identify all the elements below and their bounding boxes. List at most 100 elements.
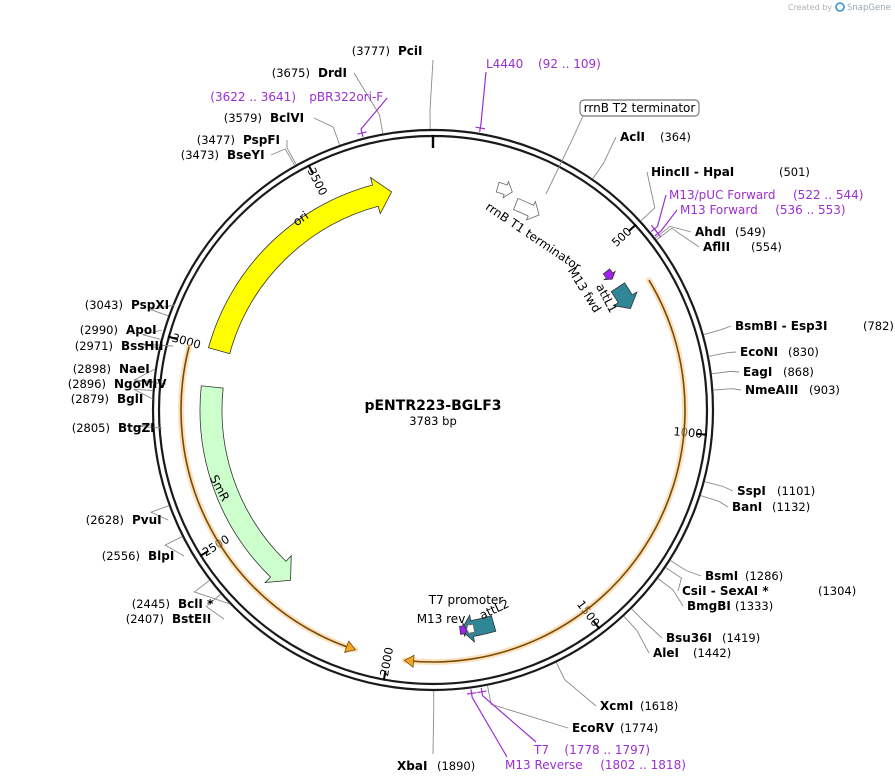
enzyme-label-drdi: DrdI	[318, 66, 347, 80]
tick-label-3500: 3500	[305, 165, 331, 197]
enzyme-label-bsu36i: Bsu36I	[666, 631, 712, 645]
label-leader-lines	[132, 59, 742, 758]
primer-leader-l4440	[479, 71, 487, 132]
enzyme-leader-bsu36i	[631, 608, 663, 639]
enzyme-leader-blpi	[164, 536, 185, 557]
enzyme-position-eagi: (868)	[783, 365, 814, 379]
primer-range-m13-puc-forward: (522 .. 544)	[793, 188, 863, 202]
enzyme-leader-pvui	[149, 505, 169, 521]
enzyme-label-sspi: SspI	[737, 484, 766, 498]
enzyme-label-xbai: XbaI	[397, 759, 427, 773]
primer-leader-m13-reverse	[470, 689, 508, 758]
enzyme-position-bsshii: (2971)	[75, 339, 113, 353]
enzyme-position-ahdi: (549)	[735, 225, 766, 239]
enzyme-label-xcmi: XcmI	[600, 699, 633, 713]
enzyme-position-acli: (364)	[660, 130, 691, 144]
rrnb-t2-callout-leader	[545, 115, 584, 195]
primer-range-l4440: (92 .. 109)	[538, 57, 601, 71]
enzyme-label-pspxi: PspXI	[131, 298, 169, 312]
enzyme-position-ecorv: (1774)	[620, 721, 658, 735]
enzyme-label-bsmbi-esp3i: BsmBI - Esp3I	[735, 319, 827, 333]
primer-label-m13-puc-forward: M13/pUC Forward	[669, 188, 776, 202]
orf-arcs	[178, 277, 688, 669]
enzyme-label-alei: AleI	[653, 646, 679, 660]
feature-smr-arrow	[199, 385, 292, 584]
orf-left-arrowhead	[343, 640, 357, 653]
feature-ori-arrow	[207, 176, 393, 355]
primer-leader-t7	[480, 687, 537, 743]
enzyme-label-csii-sexai: CsiI - SexAI *	[682, 584, 769, 598]
enzyme-position-bani: (1132)	[772, 500, 810, 514]
enzyme-position-xbai: (1890)	[437, 759, 475, 773]
enzyme-leader-pspxi	[148, 304, 176, 317]
tick-mark-1000	[696, 432, 707, 436]
enzyme-leader-bmgbi	[657, 578, 684, 607]
enzyme-leader-bclvi	[313, 117, 341, 146]
enzyme-position-naei: (2898)	[73, 362, 111, 376]
enzyme-label-acli: AclI	[620, 130, 645, 144]
tick-mark-3500	[307, 164, 314, 175]
enzyme-leader-econi	[708, 351, 737, 357]
enzyme-position-bcli: (2445)	[132, 597, 170, 611]
feature-label-t7-promoter: T7 promoter	[428, 593, 504, 607]
enzyme-position-bgli: (2879)	[71, 392, 109, 406]
primer-label-m13-forward: M13 Forward	[680, 203, 758, 217]
primer-range-pbr322ori-f: (3622 .. 3641)	[210, 90, 296, 104]
enzyme-label-bseyi: BseYI	[227, 148, 265, 162]
enzyme-leader-ngomiv	[134, 380, 167, 385]
enzyme-label-econi: EcoNI	[740, 345, 778, 359]
enzyme-leader-bcli	[193, 580, 231, 605]
enzyme-leader-bani	[700, 495, 729, 508]
enzyme-position-econi: (830)	[788, 345, 819, 359]
feature-arrows	[199, 176, 638, 643]
enzyme-leader-pcii	[429, 59, 434, 130]
primer-label-t7: T7	[533, 743, 549, 757]
enzyme-label-pspfi: PspFI	[243, 133, 280, 147]
enzyme-position-xcmi: (1618)	[640, 699, 678, 713]
plasmid-backbone	[151, 128, 715, 692]
primer-label-m13-reverse: M13 Reverse	[505, 758, 583, 772]
feature-rrnb-t1-arrow	[513, 197, 540, 221]
enzyme-leader-pspfi	[286, 139, 297, 165]
enzyme-position-hincii-hpai: (501)	[779, 165, 810, 179]
enzyme-leader-acli	[592, 136, 617, 180]
enzyme-leader-xbai	[432, 690, 435, 755]
enzyme-leader-bseyi	[270, 148, 296, 166]
enzyme-leader-nmeaiii	[713, 388, 742, 391]
snapgene-brand-name: SnapGene	[847, 3, 891, 13]
enzyme-label-pcii: PciI	[398, 44, 423, 58]
enzyme-label-bmgbi: BmgBI	[687, 599, 731, 613]
tick-label-2000: 2000	[377, 646, 396, 677]
feature-attl2-arrow	[460, 613, 497, 643]
enzyme-label-nmeaiii: NmeAIII	[745, 383, 798, 397]
enzyme-label-blpi: BlpI	[148, 549, 174, 563]
tick-mark-3000	[167, 335, 178, 341]
rrnb-t2-callout: rrnB T2 terminator	[545, 99, 700, 195]
enzyme-label-bsshii: BssHII	[121, 339, 163, 353]
enzyme-leader-xcmi	[555, 662, 597, 707]
enzyme-position-bsmi: (1286)	[745, 569, 783, 583]
enzyme-position-bclvi: (3579)	[224, 111, 262, 125]
enzyme-leader-alei	[623, 615, 650, 654]
tick-mark-1500	[592, 620, 601, 630]
enzyme-leader-naei	[132, 368, 156, 383]
enzyme-position-bmgbi: (1333)	[735, 599, 773, 613]
primer-range-t7: (1778 .. 1797)	[564, 743, 650, 757]
enzyme-label-bani: BanI	[732, 500, 762, 514]
primer-label-pbr322ori-f: pBR322ori-F	[309, 90, 383, 104]
snapgene-brand: Created by SnapGene	[788, 2, 891, 13]
created-by-text: Created by	[788, 3, 832, 12]
primer-range-m13-forward: (536 .. 553)	[775, 203, 845, 217]
site-labels: PciI(3777)DrdI(3675)BclVI(3579)PspFI(347…	[68, 44, 894, 773]
backbone-outer-ring	[151, 128, 715, 692]
enzyme-leader-bsmi	[670, 560, 702, 577]
primer-leader-m13-forward	[654, 209, 678, 237]
enzyme-position-csii-sexai: (1304)	[818, 584, 856, 598]
tick-mark-500	[627, 223, 637, 232]
enzyme-position-bsmbi-esp3i: (782)	[863, 319, 894, 333]
primer-leader-m13-puc-forward	[650, 194, 667, 232]
orf-right-arc	[404, 279, 686, 663]
enzyme-position-drdi: (3675)	[272, 66, 310, 80]
rrnb-t2-callout-box	[579, 99, 700, 117]
primer-range-m13-reverse: (1802 .. 1818)	[600, 758, 686, 772]
